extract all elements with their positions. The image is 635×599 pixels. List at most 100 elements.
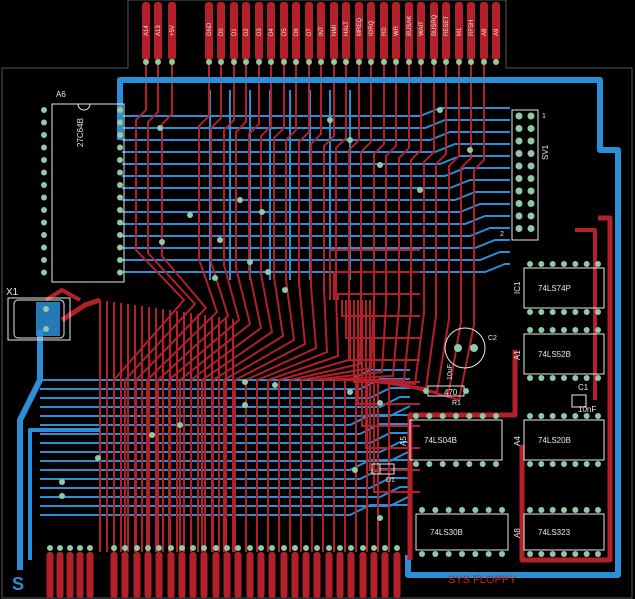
- via: [282, 287, 288, 293]
- via: [377, 400, 383, 406]
- eprom-pin: [117, 169, 123, 176]
- via: [347, 389, 353, 395]
- bottom-finger: [121, 552, 129, 598]
- edge-connector-label: IORQ: [369, 20, 375, 36]
- edge-connector-label: D6: [294, 28, 300, 36]
- c1-value: 10nF: [578, 405, 596, 414]
- edge-connector-label: INT: [319, 26, 325, 36]
- ic-ref: A8: [513, 528, 522, 538]
- top-trace: [365, 300, 420, 449]
- edge-connector-label: RFSH: [469, 20, 475, 36]
- finger-via: [201, 545, 207, 551]
- top-trace: [388, 60, 485, 552]
- edge-connector-label: WR: [394, 25, 400, 36]
- bottom-finger: [325, 552, 333, 598]
- bottom-edge-connector: [46, 545, 401, 598]
- finger-via: [306, 59, 312, 65]
- header-pin: [515, 137, 523, 145]
- finger-via: [348, 545, 354, 551]
- header-pin: [527, 200, 535, 207]
- top-trace: [329, 249, 420, 300]
- eprom-pin: [117, 132, 123, 138]
- eprom-pin: [41, 219, 47, 226]
- via: [377, 515, 383, 521]
- eprom-pin: [117, 119, 123, 126]
- edge-connector-label: D7: [307, 28, 313, 36]
- header-pin: [527, 137, 535, 145]
- top-finger: [417, 2, 425, 60]
- bottom-finger: [234, 552, 242, 598]
- finger-via: [303, 545, 309, 551]
- eprom-pin: [41, 157, 47, 163]
- header-pin1: 1: [542, 113, 546, 120]
- finger-via: [368, 59, 374, 65]
- finger-via: [190, 545, 196, 551]
- eprom-value: 27C64B: [76, 118, 85, 147]
- top-finger: [430, 2, 438, 60]
- c1-ref: C1: [578, 383, 589, 392]
- via: [217, 237, 223, 243]
- finger-via: [218, 59, 224, 65]
- eprom-pin: [41, 182, 47, 188]
- eprom-ref: A6: [56, 90, 66, 99]
- via: [265, 269, 271, 275]
- capacitor-c1: C1 10nF: [571, 383, 596, 414]
- bottom-finger: [189, 552, 197, 598]
- finger-via: [443, 59, 449, 65]
- top-trace: [201, 60, 274, 552]
- eprom-pin: [41, 194, 47, 201]
- cap-uf-value: 10uF: [447, 364, 454, 380]
- ic-value: 74LS74P: [538, 284, 571, 293]
- via: [347, 137, 353, 143]
- edge-connector-label: WAIT: [419, 21, 425, 36]
- top-trace: [256, 60, 335, 552]
- eprom-pin: [41, 119, 47, 126]
- eprom-pin: [117, 219, 123, 226]
- via: [242, 379, 248, 385]
- top-trace: [357, 300, 420, 405]
- top-finger: [255, 2, 263, 60]
- bottom-finger: [133, 552, 141, 598]
- eprom-pin: [41, 269, 47, 276]
- finger-via: [47, 545, 53, 551]
- edge-connector-label: D0: [219, 28, 225, 36]
- header-pin: [515, 150, 523, 157]
- bottom-trace: [122, 131, 510, 141]
- eprom-pin: [117, 144, 123, 151]
- bottom-finger: [280, 552, 288, 598]
- bottom-finger: [268, 552, 276, 598]
- header-pin: [527, 125, 535, 132]
- finger-via: [481, 59, 487, 65]
- bottom-finger: [46, 552, 54, 598]
- finger-via: [382, 545, 388, 551]
- top-finger: [205, 2, 213, 60]
- top-edge-connector: [142, 2, 500, 65]
- top-finger: [342, 2, 350, 60]
- header-pin: [515, 225, 523, 232]
- via: [352, 467, 358, 473]
- edge-connector-label: NMI: [332, 25, 338, 36]
- via: [417, 187, 423, 193]
- edge-connector-label: D5: [282, 28, 288, 36]
- top-finger: [330, 2, 338, 60]
- header-pin: [527, 187, 535, 195]
- header-pin2: 2: [500, 231, 504, 238]
- via: [237, 197, 243, 203]
- board-logo: S: [12, 574, 24, 594]
- finger-via: [87, 545, 93, 551]
- finger-via: [381, 59, 387, 65]
- via: [157, 125, 163, 131]
- top-trace: [234, 60, 310, 552]
- top-finger: [480, 2, 488, 60]
- edge-connector-label: A14: [144, 25, 150, 36]
- edge-connector-label: M1: [457, 27, 463, 36]
- via: [59, 479, 65, 485]
- bottom-finger: [178, 552, 186, 598]
- header-pin: [515, 175, 523, 182]
- edge-connector-label: A13: [156, 25, 162, 36]
- via: [212, 275, 218, 281]
- top-trace: [361, 300, 420, 427]
- resistor-r1: 470 R1: [423, 385, 469, 407]
- eprom-pin: [117, 157, 123, 163]
